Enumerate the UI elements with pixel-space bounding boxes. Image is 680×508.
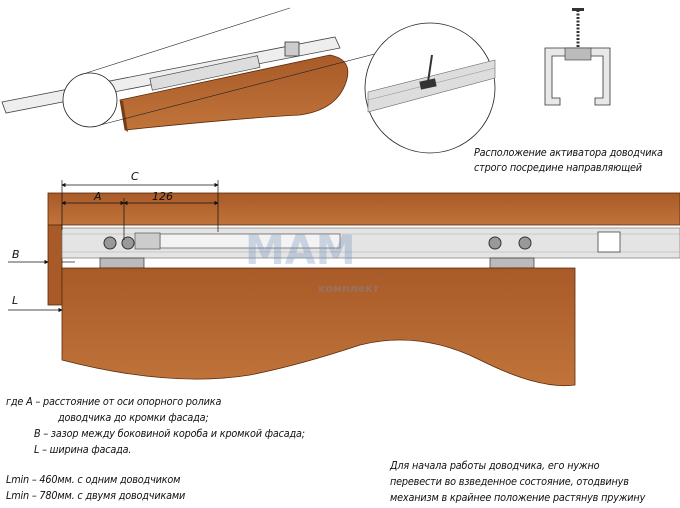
watermark-logo: МАМ xyxy=(245,228,356,274)
lmin-1: Lmin – 460мм. с одним доводчиком xyxy=(6,473,181,486)
legend-line-3: B – зазор между боковиной короба и кромк… xyxy=(34,427,305,440)
roller-right xyxy=(488,236,535,269)
activator xyxy=(597,231,621,253)
detail-circle-small xyxy=(62,72,118,128)
dimension-lines xyxy=(8,180,219,313)
legend-line-1: где A – расстояние от оси опорного ролик… xyxy=(6,395,222,408)
rail-profile xyxy=(544,8,611,106)
activator-detail xyxy=(419,78,437,90)
screw-detail xyxy=(427,54,433,83)
dim-a-label: A xyxy=(94,190,102,203)
facade-3d xyxy=(119,54,349,131)
isometric-view xyxy=(1,7,611,154)
front-view xyxy=(8,180,680,387)
cabinet-side xyxy=(47,224,63,306)
dim-b-label: B xyxy=(12,248,20,261)
instruction-1: Для начала работы доводчика, его нужно xyxy=(390,459,600,472)
lmin-2: Lmin – 780мм. с двумя доводчиками xyxy=(6,489,186,502)
instruction-3: механизм в крайнее положение растянув пр… xyxy=(390,491,646,504)
cabinet-top xyxy=(47,192,680,226)
watermark-sub: комплект xyxy=(318,282,379,295)
instruction-2: перевести во взведенное состояние, отодв… xyxy=(390,475,629,488)
dim-l-label: L xyxy=(12,294,19,307)
legend-line-4: L – ширина фасада. xyxy=(34,443,132,456)
dim-c-label: C xyxy=(131,170,139,183)
callout-note-1: Расположение активатора доводчика xyxy=(474,146,663,159)
dim-126-label: 126 xyxy=(152,190,173,203)
facade xyxy=(61,267,576,387)
callout-note-2: строго посредине направляющей xyxy=(474,161,642,174)
activator-3d xyxy=(284,41,300,57)
closer-3d xyxy=(149,55,261,91)
legend-line-2: доводчика до кромки фасада; xyxy=(58,411,209,424)
